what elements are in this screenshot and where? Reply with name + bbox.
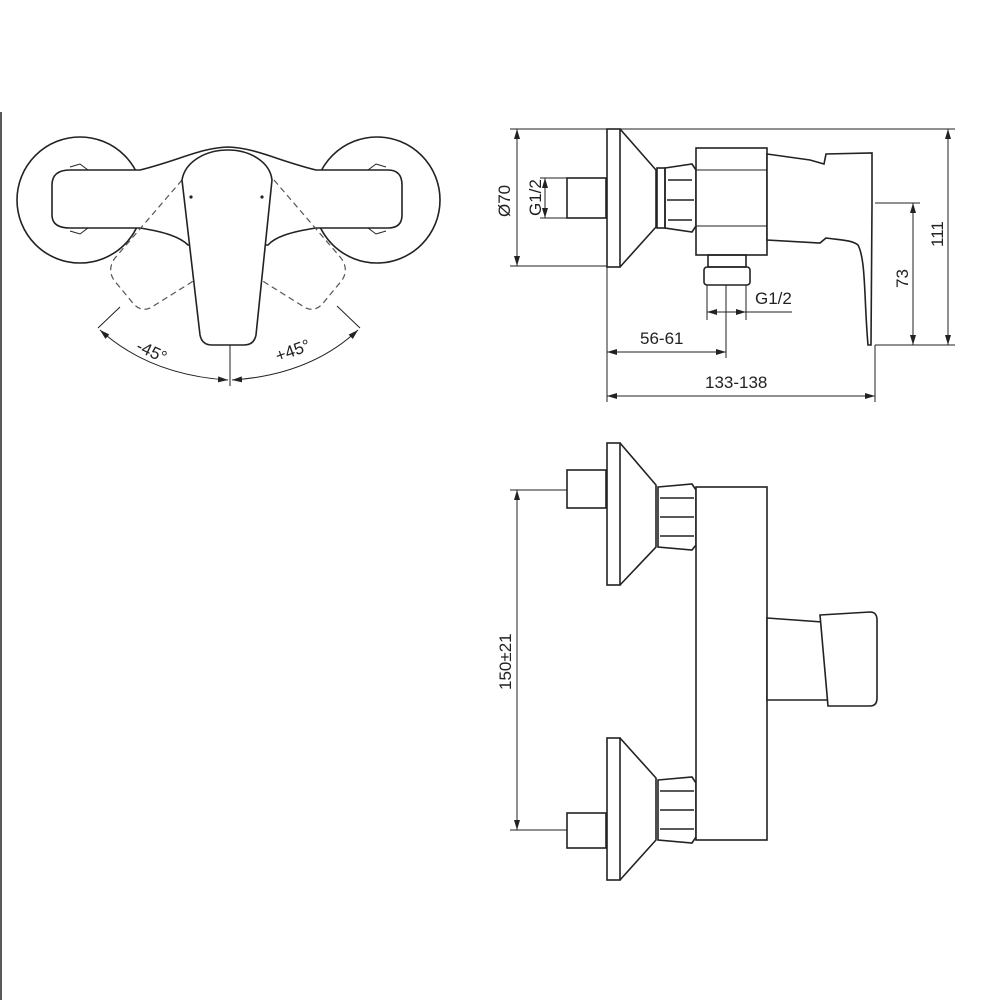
lever-position-left — [110, 179, 196, 310]
lower-nut — [657, 776, 697, 844]
inlet-stub — [566, 177, 607, 219]
top-view: -45° +45° — [16, 136, 441, 386]
lower-wall-plate — [606, 737, 621, 881]
lever-handle — [181, 149, 273, 346]
outlet — [707, 254, 747, 268]
mixer-body — [695, 486, 768, 841]
union-nut — [664, 163, 697, 233]
diameter-label: Ø70 — [495, 185, 514, 217]
upper-inlet-stub — [566, 469, 607, 509]
inlet-spacing-label: 150±21 — [496, 633, 515, 690]
angle-right-label: +45° — [273, 336, 313, 366]
lever — [766, 152, 873, 346]
total-depth-label: 133-138 — [705, 373, 767, 392]
front-view: 150±21 — [496, 442, 878, 881]
upper-nut — [657, 483, 697, 551]
total-height-label: 111 — [928, 221, 947, 247]
lever-position-right — [260, 179, 346, 310]
inlet-thread-label: G1/2 — [526, 179, 545, 216]
outlet-distance-label: 56-61 — [640, 329, 683, 348]
upper-wall-plate — [606, 442, 621, 586]
lever — [819, 611, 878, 707]
mixer-body — [695, 147, 768, 256]
lower-inlet-stub — [566, 812, 607, 849]
wall-plate — [606, 128, 621, 268]
lever-hub — [766, 617, 829, 701]
outlet-thread-label: G1/2 — [755, 289, 792, 308]
side-view: Ø70 G1/2 111 73 G1/2 56-61 133-138 — [495, 128, 955, 402]
lever-height-label: 73 — [893, 269, 912, 288]
